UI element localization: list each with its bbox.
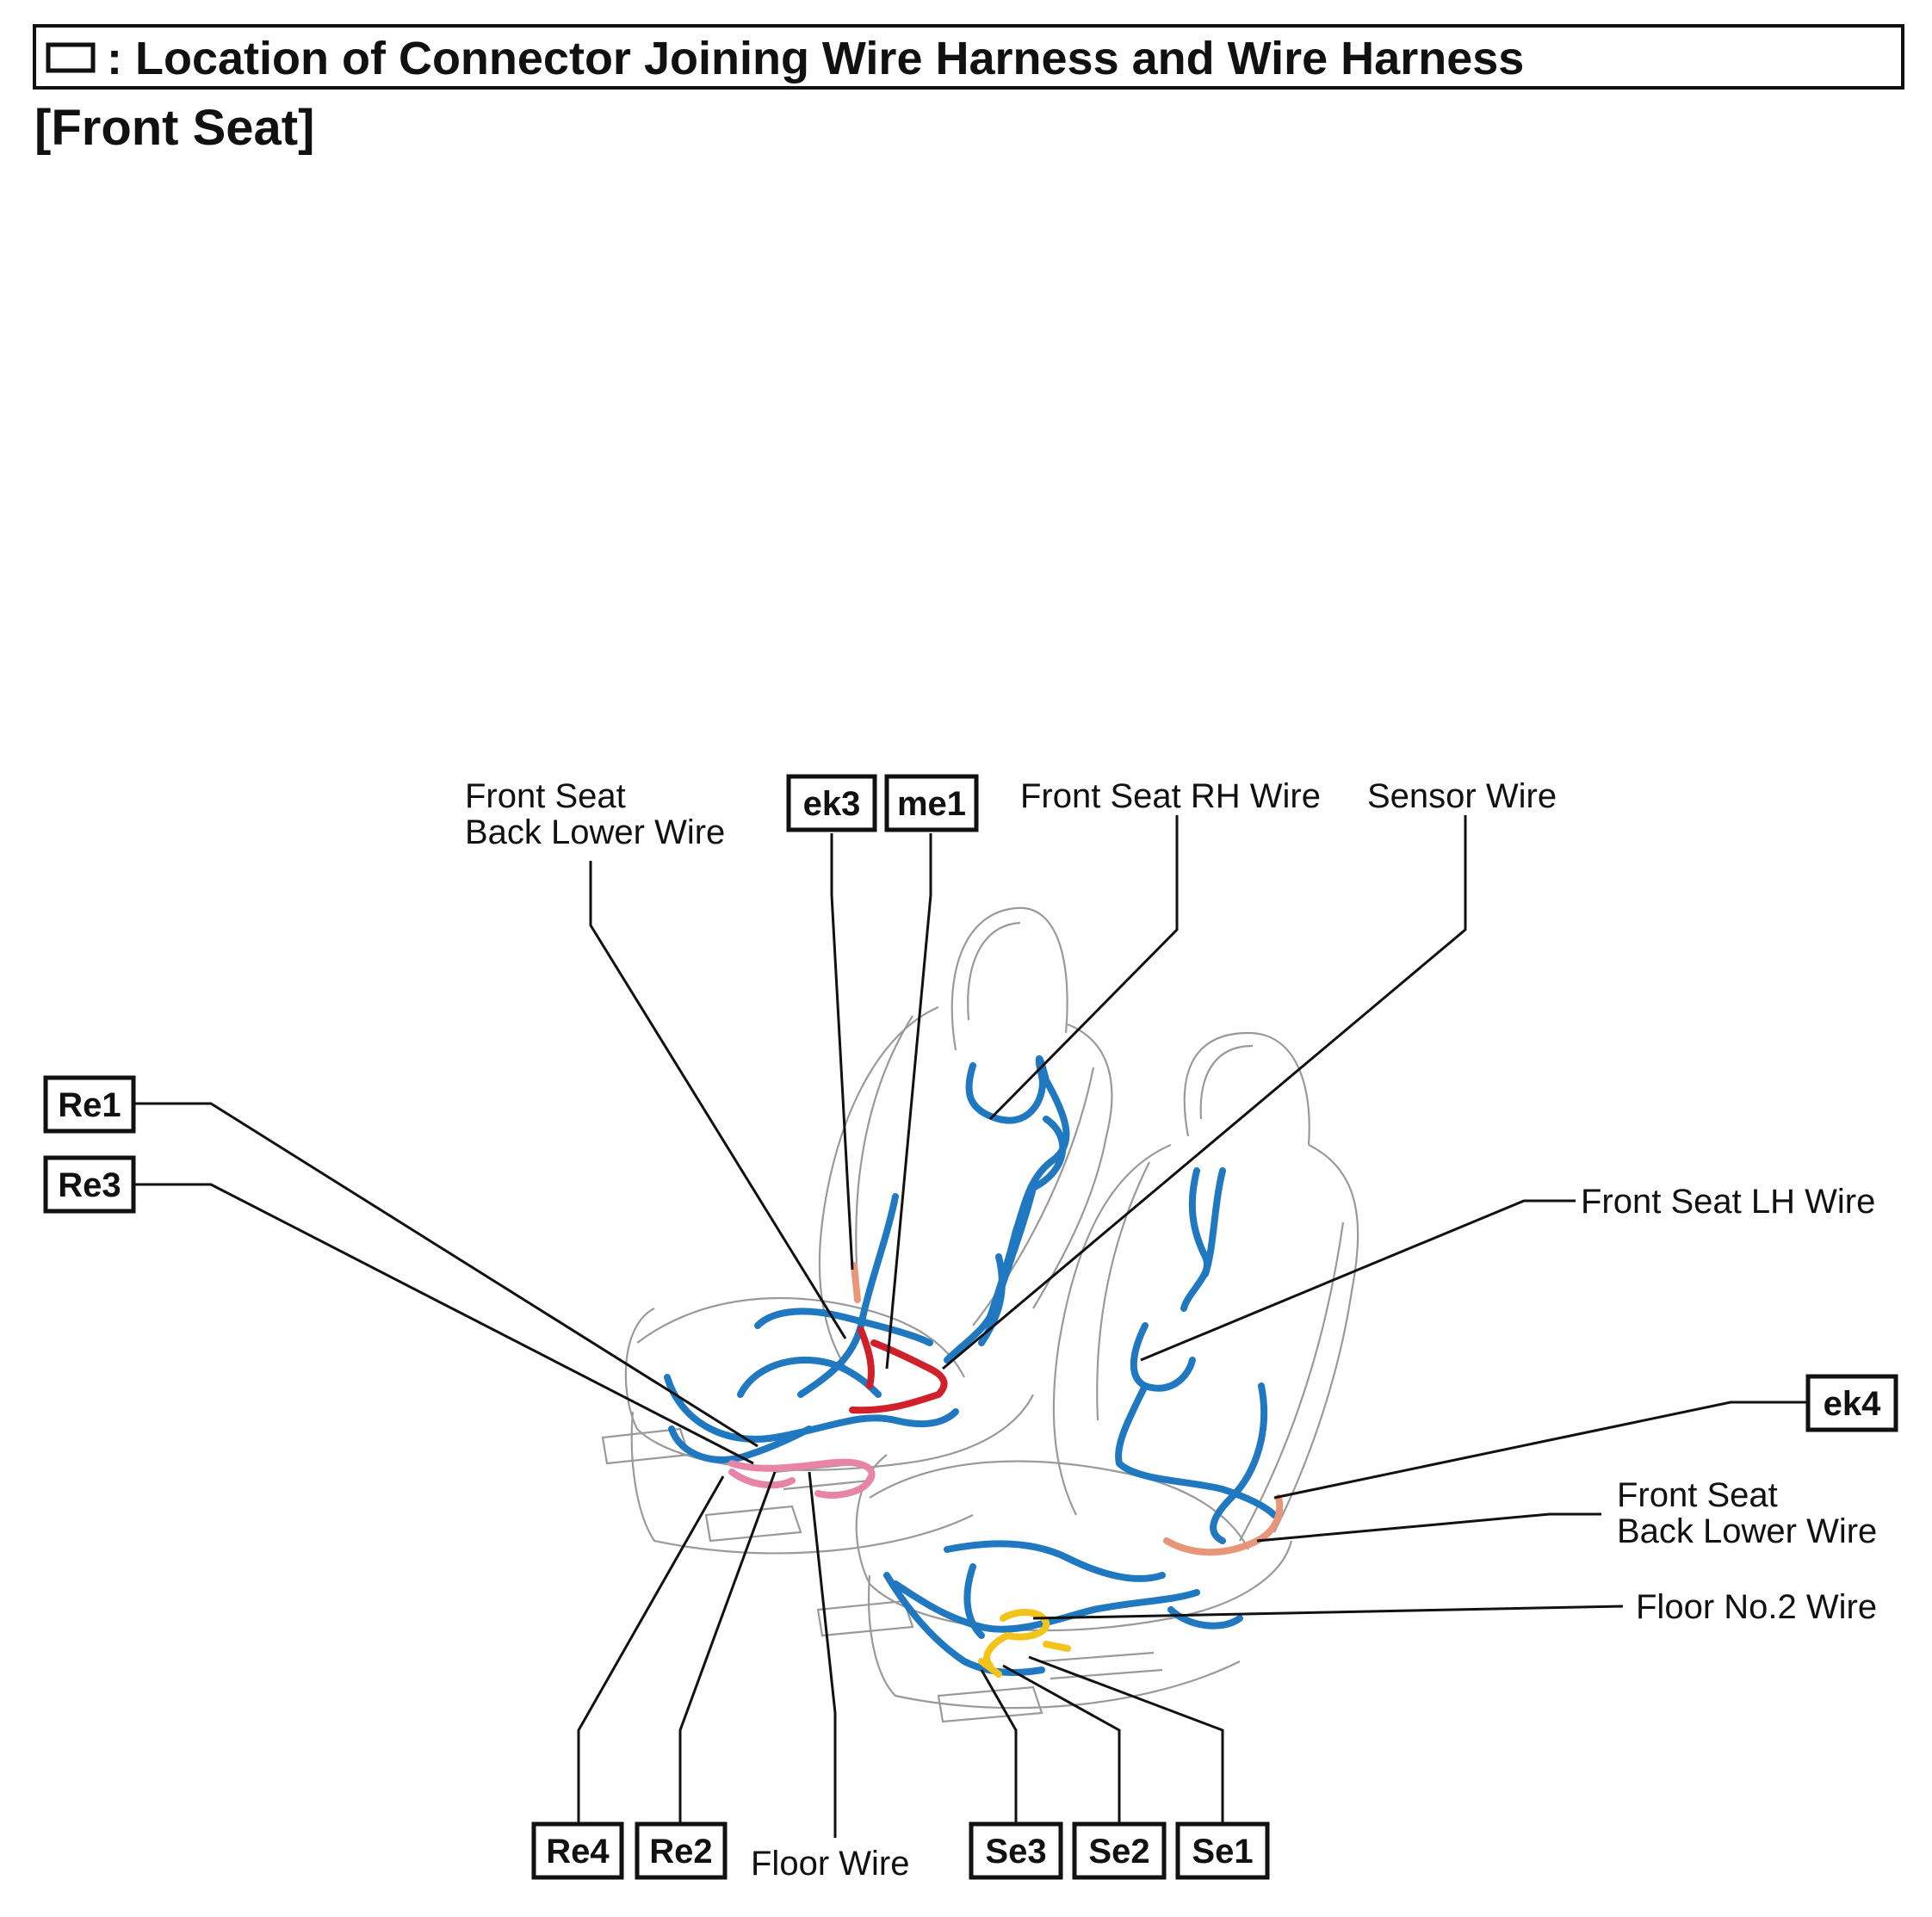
svg-text:me1: me1 <box>897 785 966 823</box>
callout-se2: Se2 <box>1072 1821 1167 1880</box>
svg-text:Re2: Re2 <box>649 1833 712 1871</box>
label-front-seat-lh-wire: Front Seat LH Wire <box>1581 1183 1875 1221</box>
leader-lines <box>133 815 1824 1846</box>
svg-text:Se1: Se1 <box>1192 1833 1253 1871</box>
svg-text:Re1: Re1 <box>58 1086 121 1124</box>
label-front-seat-back-lower-wire-top-line1: Front Seat <box>465 777 626 815</box>
svg-text:ek3: ek3 <box>803 785 861 823</box>
svg-text:Se3: Se3 <box>985 1833 1046 1871</box>
svg-text:Re3: Re3 <box>58 1166 121 1204</box>
label-front-seat-rh-wire: Front Seat RH Wire <box>1020 777 1321 815</box>
callout-ek3: ek3 <box>786 774 877 832</box>
callout-re3: Re3 <box>43 1155 136 1214</box>
label-floor-no2-wire: Floor No.2 Wire <box>1636 1588 1877 1626</box>
callout-me1: me1 <box>884 774 979 832</box>
svg-text:Se2: Se2 <box>1088 1833 1149 1871</box>
label-front-seat-back-lower-wire-right-line2: Back Lower Wire <box>1617 1512 1877 1550</box>
svg-text:ek4: ek4 <box>1824 1385 1881 1423</box>
callout-ek4: ek4 <box>1805 1374 1898 1432</box>
svg-text:Re4: Re4 <box>546 1833 610 1871</box>
label-floor-wire: Floor Wire <box>751 1845 909 1883</box>
front-seat-lh-wire-harness <box>883 1167 1284 1678</box>
callout-se1: Se1 <box>1175 1821 1270 1880</box>
rh-seat-illustration <box>601 906 1113 1555</box>
label-front-seat-back-lower-wire-top-line2: Back Lower Wire <box>465 813 725 851</box>
callout-re4: Re4 <box>531 1821 624 1880</box>
label-sensor-wire: Sensor Wire <box>1367 777 1557 815</box>
section-title: [Front Seat] <box>34 100 314 156</box>
title-frame <box>33 24 1904 90</box>
callout-re1: Re1 <box>43 1075 136 1134</box>
connector-box-icon <box>46 42 96 73</box>
label-front-seat-back-lower-wire-right-line1: Front Seat <box>1617 1476 1778 1514</box>
page-title: : Location of Connector Joining Wire Har… <box>107 33 1524 84</box>
callout-re2: Re2 <box>635 1821 728 1880</box>
callout-se3: Se3 <box>969 1821 1063 1880</box>
front-seat-rh-wire-harness <box>664 1054 1070 1499</box>
